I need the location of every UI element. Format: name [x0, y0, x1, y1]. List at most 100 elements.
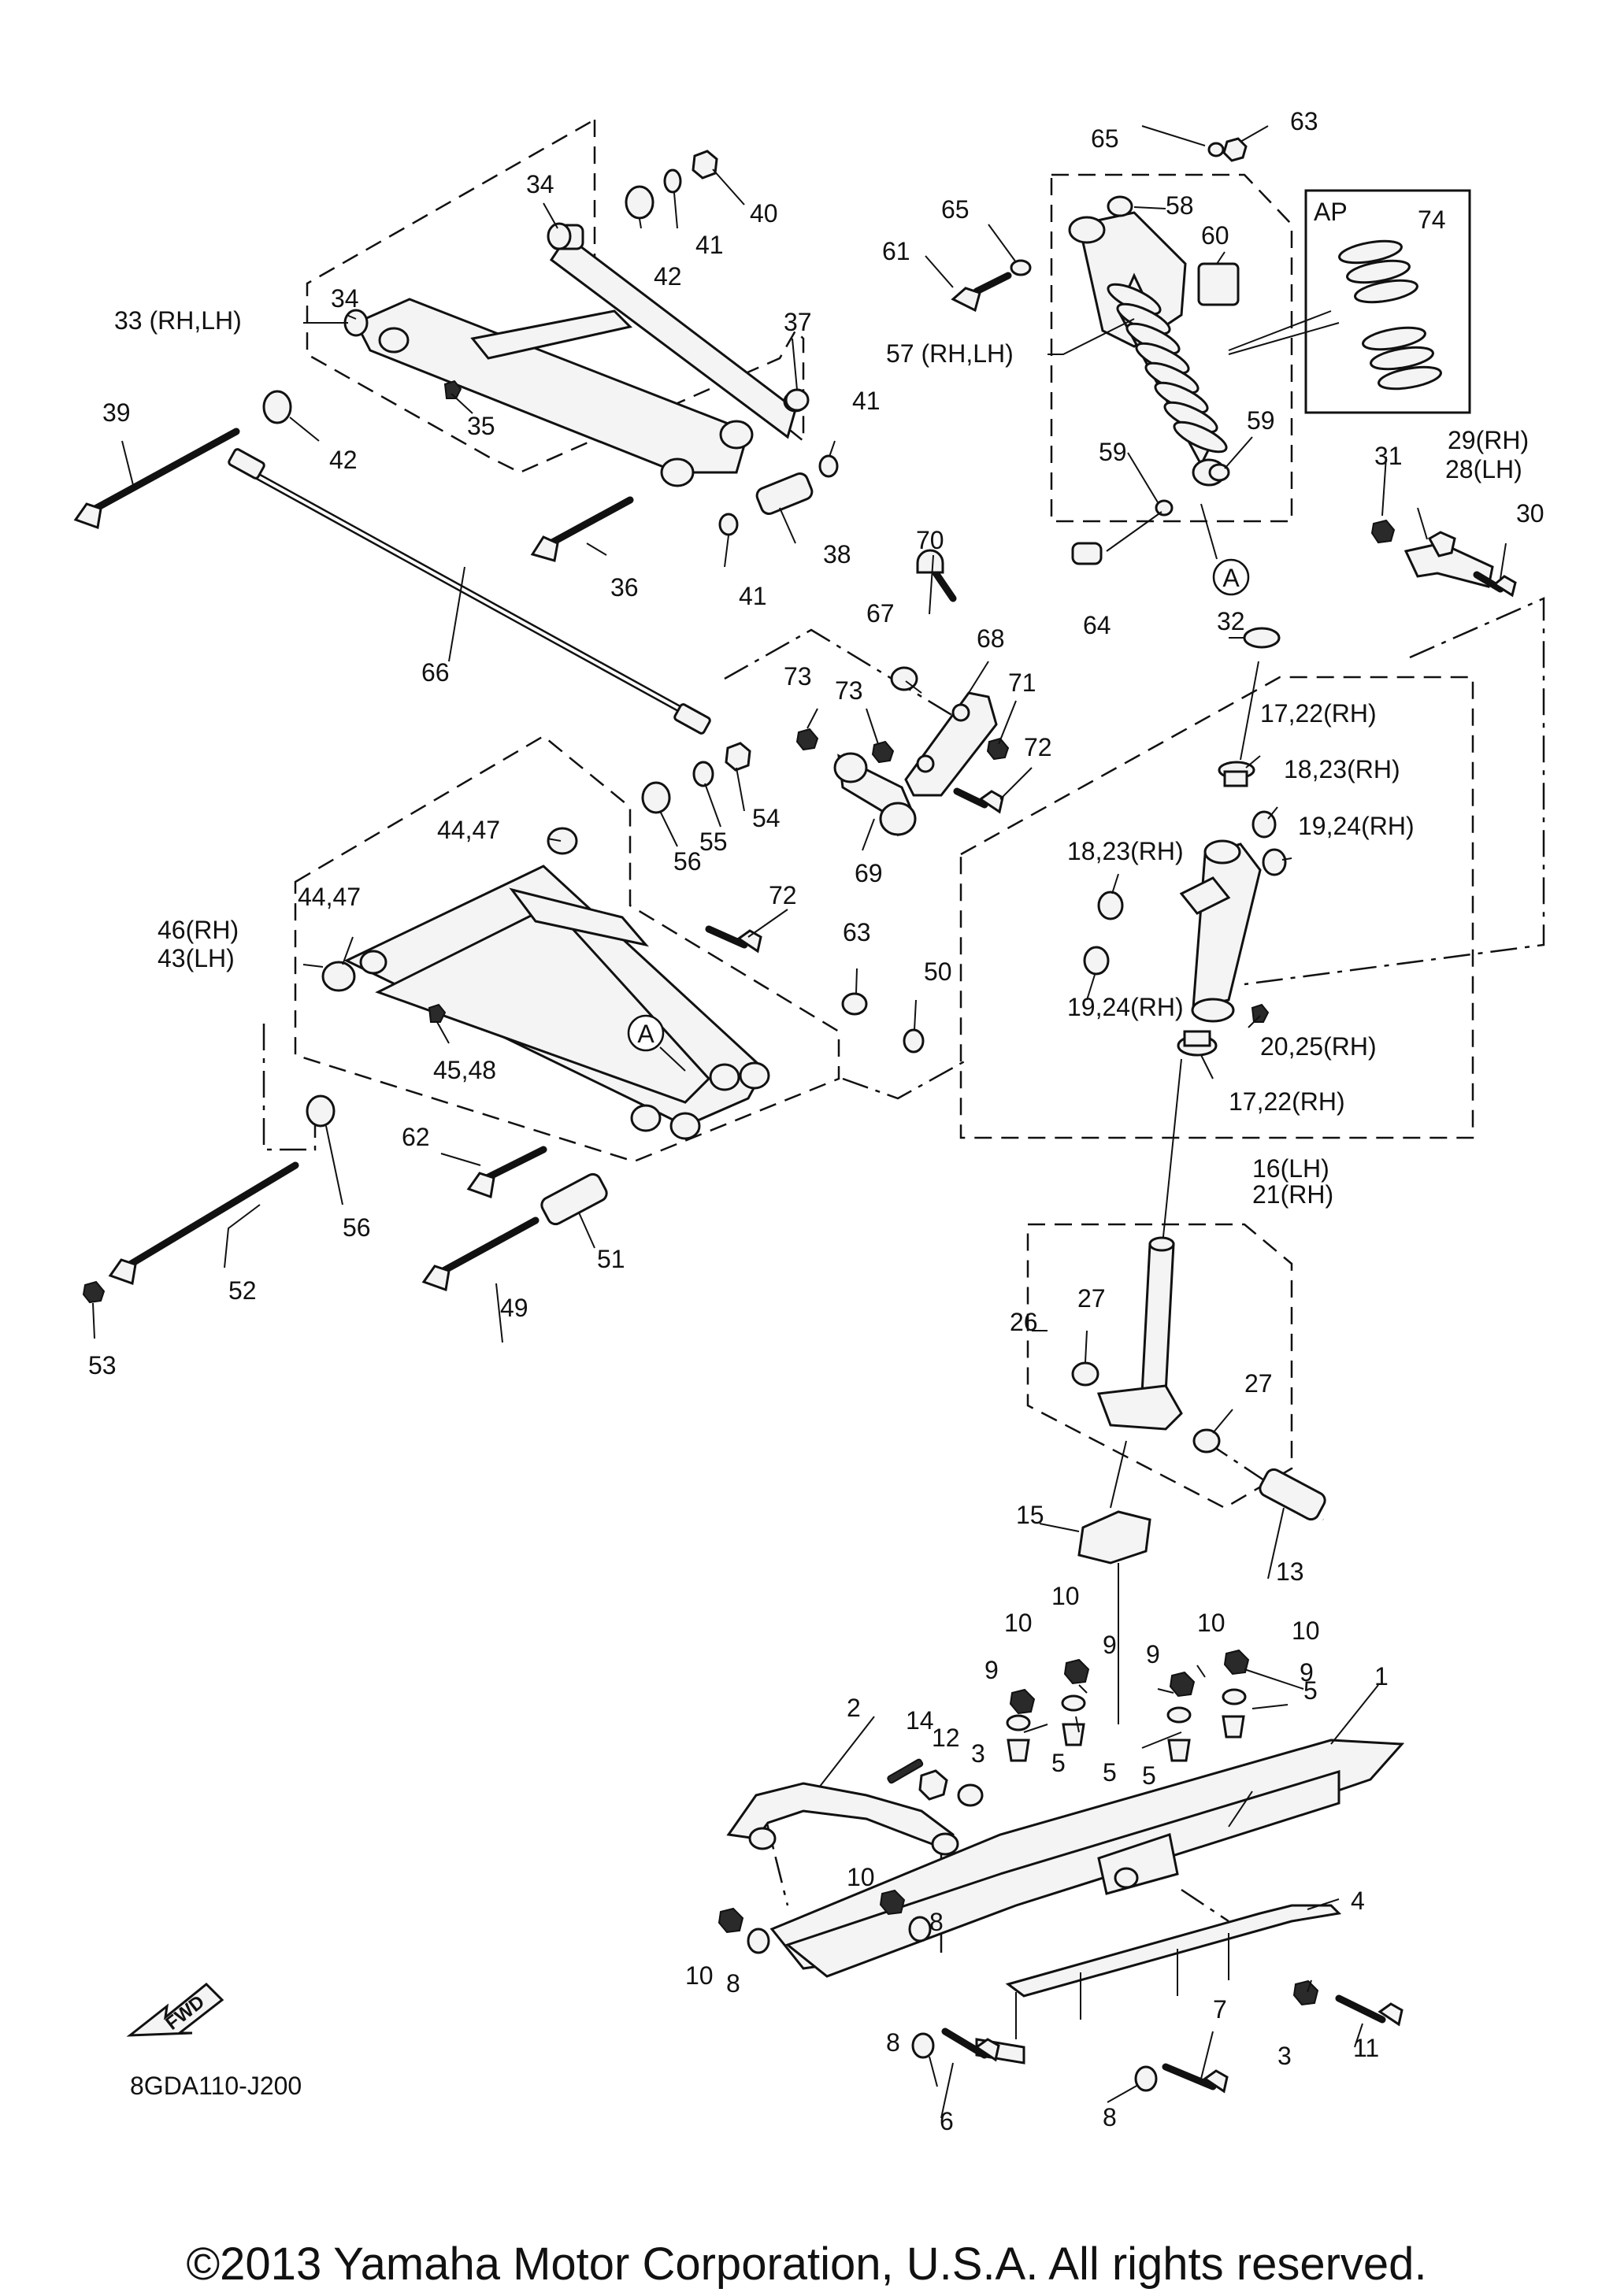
callout-c8c: 8: [886, 2028, 900, 2057]
ski: [769, 1739, 1405, 2065]
bushing-19-left: [1083, 946, 1110, 976]
callout-c18b: 18,23(RH): [1067, 837, 1184, 865]
washer-41-right: [818, 454, 839, 478]
drawing-code: 8GDA110-J200: [130, 2072, 302, 2100]
ap-label: AP: [1314, 198, 1348, 226]
callout-c33: 33 (RH,LH): [114, 306, 242, 335]
callout-c5d: 5: [1303, 1676, 1318, 1705]
callout-c8d: 8: [1103, 2103, 1117, 2131]
callout-c21: 21(RH): [1252, 1180, 1333, 1209]
bolt-61-head: [951, 287, 981, 313]
bushing-34-left: [343, 309, 369, 337]
nut-73a: [795, 728, 819, 751]
ref-mark-a-shock: A: [1222, 564, 1240, 592]
callout-c10f: 10: [685, 1961, 714, 1990]
nut-53: [82, 1280, 106, 1304]
callout-c64: 64: [1083, 611, 1111, 639]
washer-56-top: [641, 781, 671, 814]
callout-c40: 40: [750, 199, 778, 228]
bolt-36-shaft: [540, 496, 634, 551]
callout-c16: 16(LH): [1252, 1154, 1329, 1183]
washer-65: [1010, 259, 1032, 276]
washer-65-top: [1207, 142, 1225, 157]
callout-c62: 62: [402, 1123, 430, 1151]
washer-42-top: [625, 185, 654, 220]
spring-ap-box: [1304, 189, 1471, 414]
callout-c41a: 41: [695, 231, 724, 259]
nut-73b: [871, 740, 895, 764]
callout-c66: 66: [421, 658, 450, 687]
callout-c1: 1: [1374, 1662, 1389, 1691]
upper-bolts: [73, 428, 634, 562]
linkage: [705, 549, 1010, 954]
callout-c73a: 73: [784, 662, 812, 691]
nut-37: [784, 388, 810, 412]
grease-fitting-35: [443, 380, 462, 399]
upper-a-arm: [354, 224, 808, 487]
spindle: [1083, 627, 1287, 1253]
steering-arm: [1370, 519, 1517, 598]
nut-71: [986, 737, 1010, 761]
callout-c31: 31: [1374, 442, 1403, 470]
callout-c63b: 63: [843, 918, 871, 946]
ref-mark-a: A A: [627, 503, 1250, 1072]
callout-c60: 60: [1201, 221, 1229, 250]
callout-c17a: 17,22(RH): [1260, 699, 1377, 728]
callout-c59a: 59: [1099, 438, 1127, 466]
nut-54: [725, 742, 751, 772]
shock-group-outline: [1050, 173, 1293, 523]
damper-15: [1077, 1510, 1151, 1565]
callout-c13: 13: [1276, 1557, 1304, 1586]
callout-c34a: 34: [526, 170, 554, 198]
callout-c54: 54: [752, 804, 781, 832]
callout-c53: 53: [88, 1351, 117, 1379]
lower-arm-hardware: [82, 742, 925, 1304]
callout-c72a: 72: [1024, 733, 1052, 761]
callout-c30: 30: [1516, 499, 1544, 528]
callout-c17b: 17,22(RH): [1229, 1087, 1345, 1116]
nut-40: [692, 150, 718, 180]
callout-c42b: 42: [329, 446, 358, 474]
callout-c4: 4: [1351, 1887, 1365, 1915]
callout-c46: 46(RH): [158, 916, 239, 944]
callout-c5b: 5: [1103, 1758, 1117, 1787]
callout-c29: 29(RH): [1448, 426, 1529, 454]
nut-63-top: [1222, 137, 1248, 162]
bolt-39-head: [73, 502, 102, 530]
stabilizer-bar: [228, 448, 711, 735]
callout-c61: 61: [882, 237, 910, 265]
callout-c10d: 10: [1292, 1616, 1320, 1645]
callout-c2: 2: [847, 1694, 861, 1722]
callout-c41b: 41: [852, 387, 881, 415]
bushing-18-left: [1097, 891, 1124, 920]
callout-c50: 50: [924, 957, 952, 986]
callout-c20: 20,25(RH): [1260, 1032, 1377, 1061]
spindle-group-outline: [959, 676, 1474, 1139]
callout-c9d: 9: [1300, 1658, 1314, 1687]
callout-c5c: 5: [1142, 1761, 1156, 1790]
leader-lines: [92, 125, 1507, 2119]
bolt-52-shaft: [118, 1161, 299, 1273]
callout-c52: 52: [228, 1276, 257, 1305]
callout-c3a: 3: [971, 1739, 985, 1768]
callout-c35: 35: [467, 412, 495, 440]
callout-c37: 37: [784, 308, 812, 336]
skag-4: [1005, 1904, 1342, 1998]
callout-c10c: 10: [1197, 1609, 1226, 1637]
bushing-34-top: [547, 222, 572, 250]
bushing-19-top: [1262, 848, 1287, 876]
ref-mark-a-arm: A: [637, 1020, 654, 1048]
callout-c9c: 9: [1146, 1640, 1160, 1668]
callout-c69: 69: [855, 859, 883, 887]
callout-c55: 55: [699, 828, 728, 856]
callout-c8a: 8: [929, 1908, 944, 1936]
callout-c39: 39: [102, 398, 131, 427]
callout-c59b: 59: [1247, 406, 1275, 435]
collar-59-right: [1208, 463, 1230, 482]
lower-arm-group-outline: [294, 735, 840, 1163]
collar-12: [918, 1769, 948, 1801]
callout-c51: 51: [597, 1245, 625, 1273]
callout-c7: 7: [1213, 1995, 1227, 2024]
callout-c8b: 8: [726, 1969, 740, 1998]
